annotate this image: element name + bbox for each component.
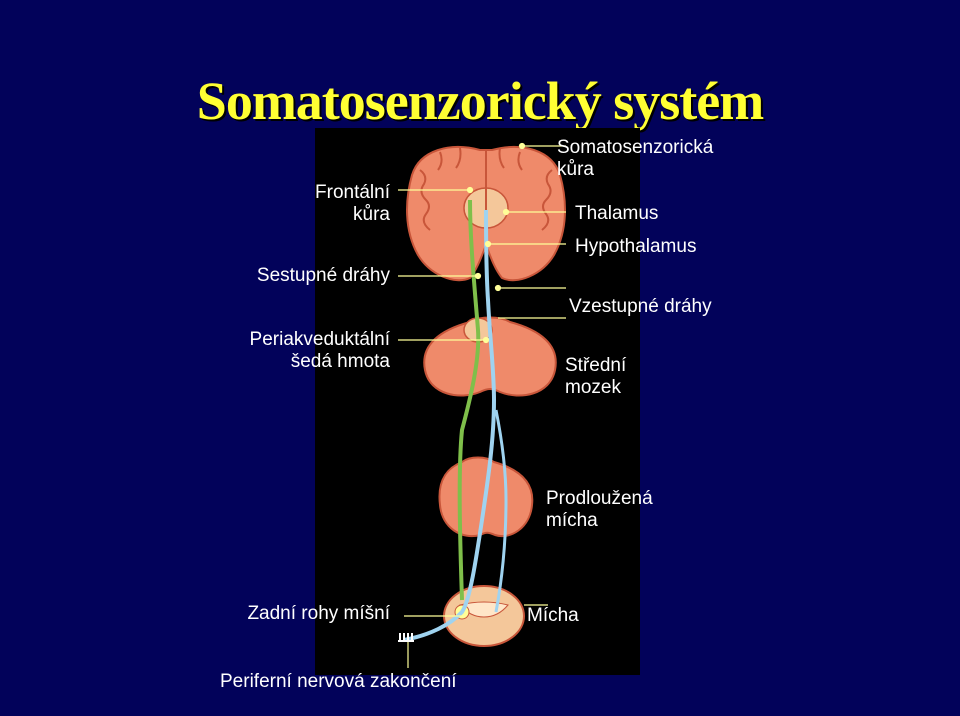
label-dorsal-horn: Zadní rohy míšní <box>180 603 390 625</box>
label-hypothalamus: Hypothalamus <box>575 236 696 258</box>
label-ascending-pathways: Vzestupné dráhy <box>569 296 712 318</box>
label-thalamus: Thalamus <box>575 203 658 225</box>
label-peripheral-endings: Periferní nervová zakončení <box>220 671 457 693</box>
label-descending-pathways: Sestupné dráhy <box>200 265 390 287</box>
label-spinal-cord: Mícha <box>527 605 579 627</box>
